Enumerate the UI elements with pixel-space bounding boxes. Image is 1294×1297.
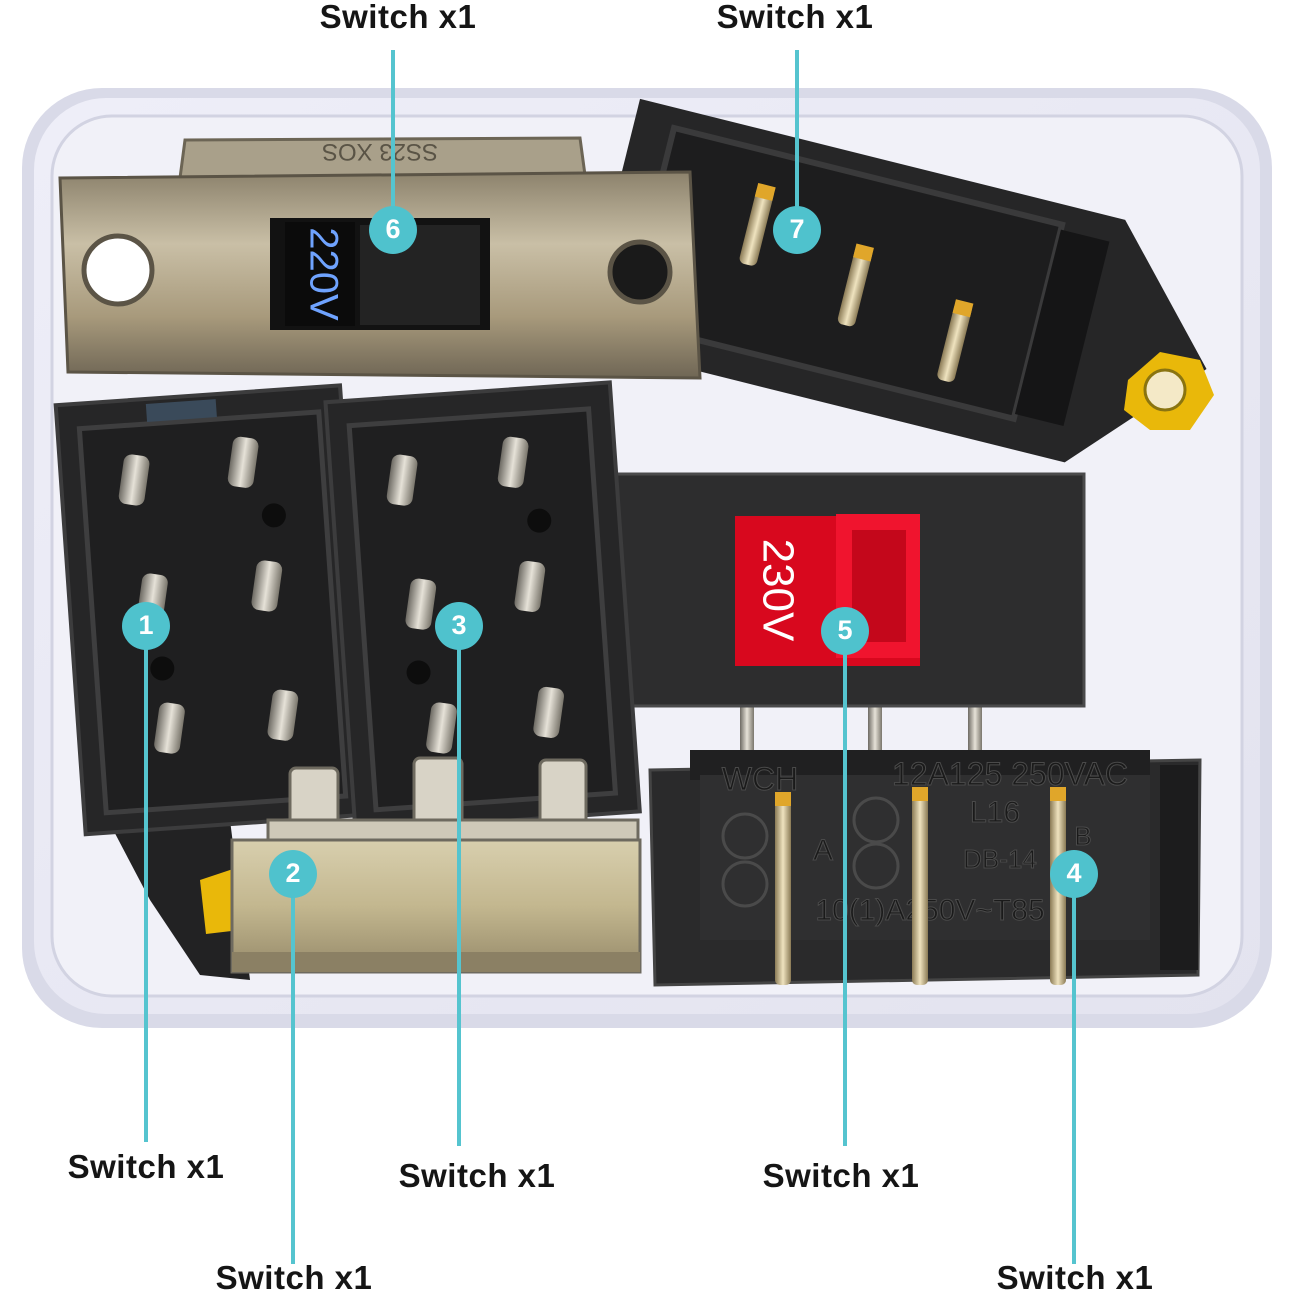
callout-label-6: Switch x1 — [319, 0, 477, 35]
switch-3-black-6pin — [323, 380, 642, 834]
badge-4: 4 — [1050, 850, 1098, 898]
model-text: L16 — [970, 796, 1020, 829]
rating-text-2: 10(1)A250V~T85 — [815, 894, 1044, 927]
badge-3: 3 — [435, 602, 483, 650]
svg-text:4: 4 — [1066, 858, 1081, 888]
label-230v: 230V — [753, 539, 802, 642]
badge-1: 1 — [122, 602, 170, 650]
callout-label-1: Switch x1 — [67, 1148, 225, 1185]
brand-text: WCH — [722, 761, 798, 797]
callout-label-2: Switch x1 — [215, 1259, 373, 1296]
series-text: DB-14 — [963, 844, 1037, 874]
callout-label-3: Switch x1 — [398, 1157, 556, 1194]
switch-5-230v-selector: 230V — [596, 472, 1086, 764]
svg-text:SS23 XOS: SS23 XOS — [322, 138, 438, 165]
svg-text:7: 7 — [789, 214, 804, 244]
badge-5: 5 — [821, 607, 869, 655]
leader-lines — [144, 50, 1076, 1264]
svg-text:6: 6 — [385, 214, 400, 244]
mark-b: B — [1074, 821, 1091, 851]
callout-label-5: Switch x1 — [762, 1157, 920, 1194]
rating-text: 12A125 250VAC — [892, 756, 1128, 792]
callout-label-4: Switch x1 — [996, 1259, 1154, 1296]
switch-4-wch-3pin: 12A125 250VAC WCH L16 DB-14 10(1)A250V~T… — [648, 750, 1202, 987]
svg-text:1: 1 — [138, 610, 153, 640]
badge-7: 7 — [773, 206, 821, 254]
badge-2: 2 — [269, 850, 317, 898]
mark-a: A — [813, 834, 833, 867]
badge-6: 6 — [369, 206, 417, 254]
callout-label-7: Switch x1 — [716, 0, 874, 35]
svg-text:2: 2 — [285, 858, 300, 888]
svg-text:3: 3 — [451, 610, 466, 640]
svg-text:5: 5 — [837, 615, 852, 645]
switch-7-black-slide — [579, 98, 1214, 463]
label-220v: 220V — [301, 227, 345, 321]
